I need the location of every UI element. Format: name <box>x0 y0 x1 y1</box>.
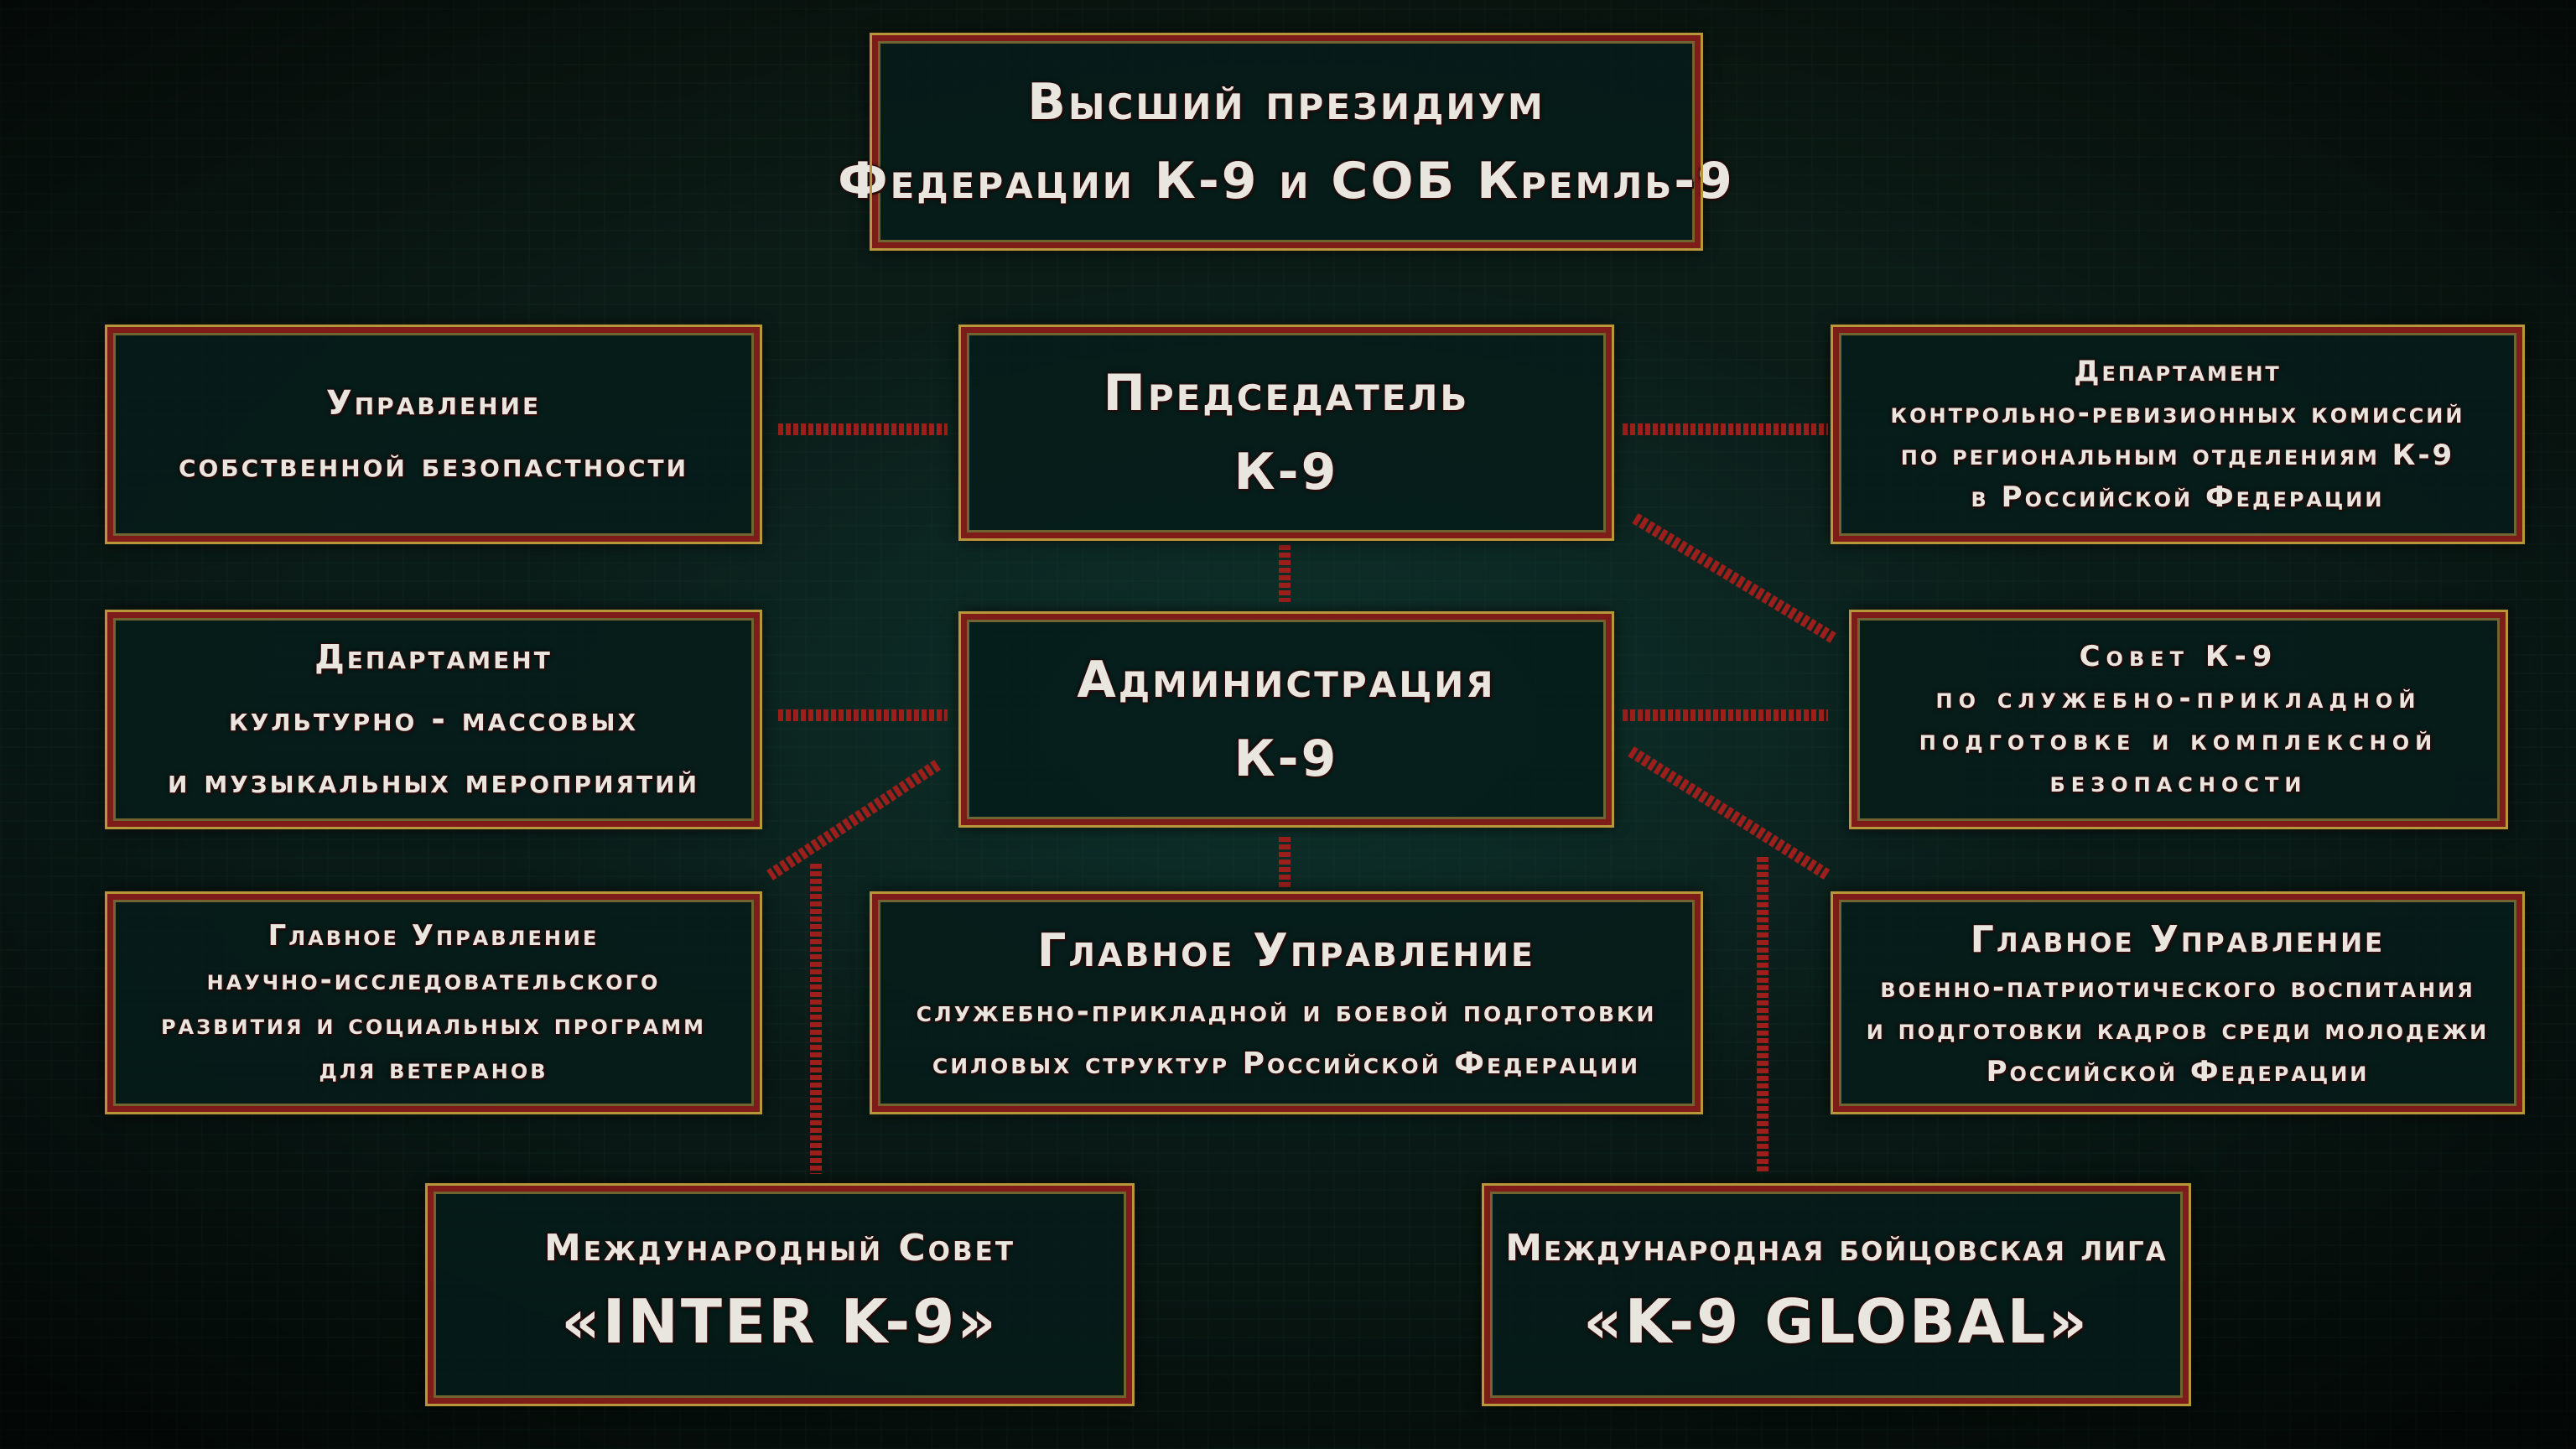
research-directorate-line4: для ветеранов <box>319 1052 548 1086</box>
culture-department-title: Департамент <box>314 638 553 677</box>
connector-chairman-council <box>1632 513 1838 644</box>
youth-directorate-line2: военно-патриотического воспитания <box>1880 971 2475 1005</box>
training-directorate-line2: служебно-прикладной и боевой подготовки <box>916 995 1657 1029</box>
council-line2: по служебно-прикладной <box>1935 682 2422 715</box>
audit-department-line2: контрольно-ревизионных комиссий <box>1890 397 2465 430</box>
audit-department-box: Департамент контрольно-ревизионных комис… <box>1831 325 2525 544</box>
research-directorate-line3: развития и социальных программ <box>160 1008 707 1041</box>
connector-admin-youth <box>1628 746 1831 880</box>
audit-department-line3: по региональным отделениям К-9 <box>1900 439 2455 472</box>
youth-directorate-title: Главное Управление <box>1970 918 2386 961</box>
chairman-title: Председатель <box>1103 364 1470 423</box>
administration-subtitle: К-9 <box>1233 730 1339 788</box>
international-council-title: Международный Совет <box>544 1227 1015 1270</box>
council-line4: безопасности <box>2049 766 2308 799</box>
administration-box: Администрация К-9 <box>958 611 1614 828</box>
internal-security-box: Управление собственной безопастности <box>105 325 762 544</box>
culture-department-line3: и музыкальных мероприятий <box>167 762 700 801</box>
youth-directorate-box: Главное Управление военно-патриотическог… <box>1831 891 2525 1114</box>
council-title: Совет К-9 <box>2079 640 2278 673</box>
council-box: Совет К-9 по служебно-прикладной подгото… <box>1849 610 2508 829</box>
training-directorate-line3: силовых структур Российской Федерации <box>932 1046 1641 1081</box>
audit-department-line4: в Российской Федерации <box>1971 480 2385 514</box>
fight-league-name: «K-9 GLOBAL» <box>1583 1286 2090 1357</box>
research-directorate-box: Главное Управление научно-исследовательс… <box>105 891 762 1114</box>
culture-department-box: Департамент культурно - массовых и музык… <box>105 610 762 829</box>
chairman-box: Председатель К-9 <box>958 325 1614 541</box>
presidium-subtitle: Федерации К-9 и СОБ Кремль-9 <box>838 152 1735 210</box>
research-directorate-title: Главное Управление <box>267 919 600 953</box>
youth-directorate-line4: Российской Федерации <box>1986 1055 2370 1088</box>
connector-admin-research <box>766 760 941 880</box>
international-council-name: «INTER K-9» <box>561 1286 999 1357</box>
chairman-subtitle: К-9 <box>1233 443 1339 501</box>
presidium-title: Высший президиум <box>1027 73 1545 132</box>
international-council-box: Международный Совет «INTER K-9» <box>425 1183 1135 1406</box>
internal-security-title: Управление <box>325 384 542 423</box>
culture-department-line2: культурно - массовых <box>228 700 639 739</box>
administration-title: Администрация <box>1077 651 1496 709</box>
internal-security-subtitle: собственной безопастности <box>178 446 689 485</box>
research-directorate-line2: научно-исследовательского <box>206 963 661 997</box>
council-line3: подготовке и комплексной <box>1919 724 2438 757</box>
youth-directorate-line3: и подготовки кадров среди молодежи <box>1866 1013 2490 1046</box>
training-directorate-title: Главное Управление <box>1037 924 1535 977</box>
training-directorate-box: Главное Управление служебно-прикладной и… <box>870 891 1703 1114</box>
audit-department-title: Департамент <box>2074 355 2282 388</box>
presidium-box: Высший президиум Федерации К-9 и СОБ Кре… <box>838 33 1732 251</box>
fight-league-box: Международная бойцовская лига «K-9 GLOBA… <box>1482 1183 2191 1406</box>
fight-league-title: Международная бойцовская лига <box>1505 1227 2168 1270</box>
